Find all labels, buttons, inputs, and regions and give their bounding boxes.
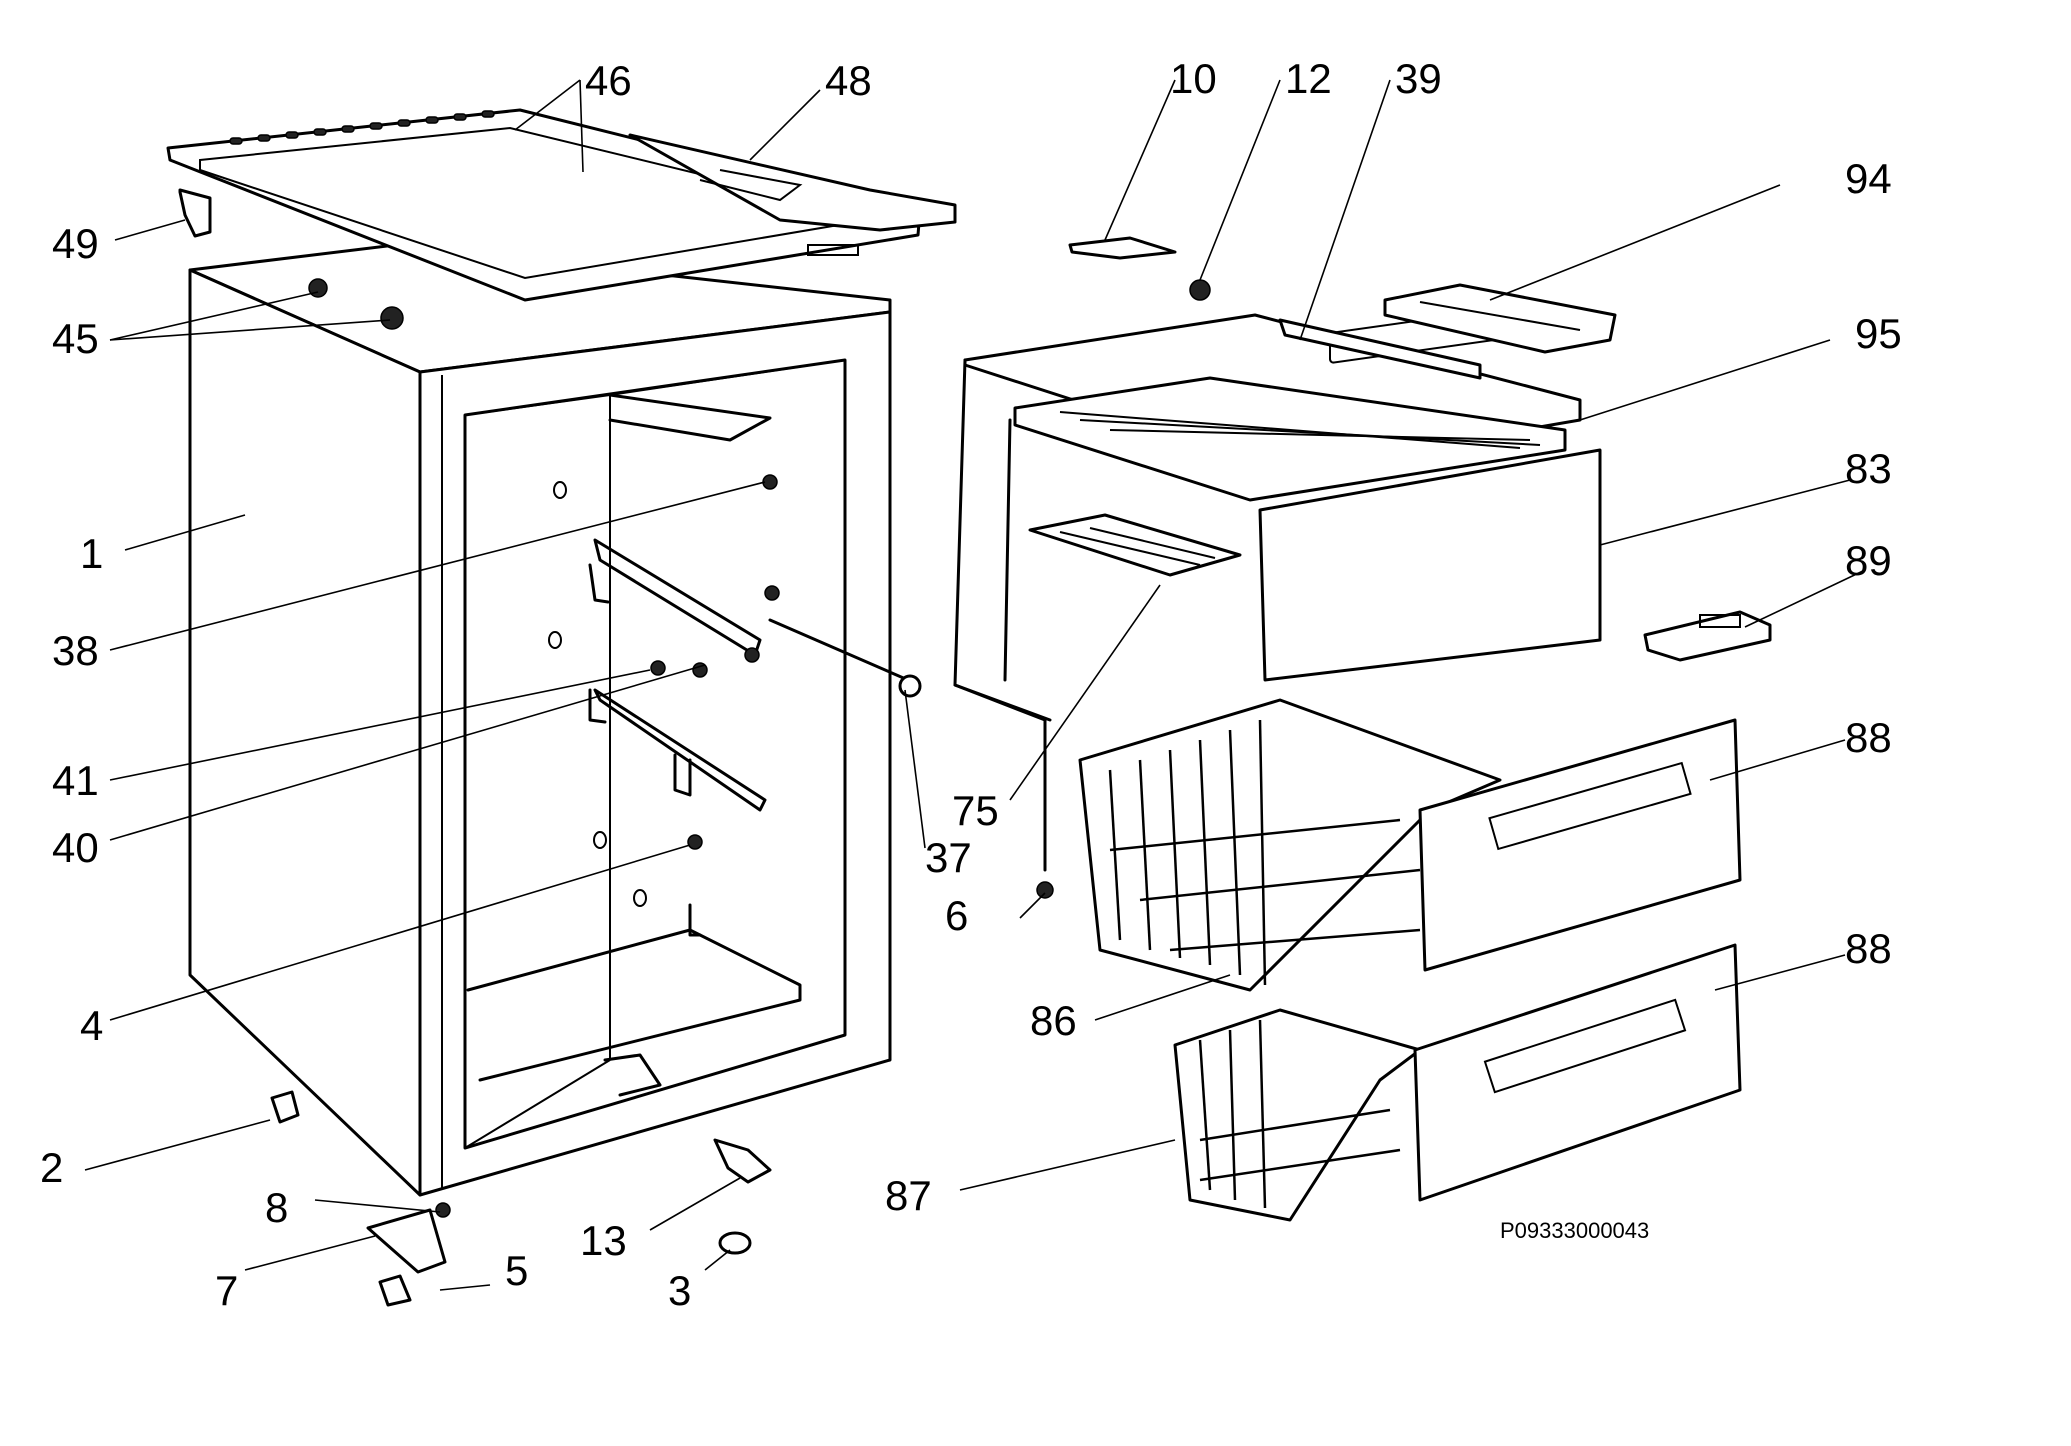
label-75: 75: [952, 787, 999, 834]
label-6: 6: [945, 892, 968, 939]
label-88b: 88: [1845, 925, 1892, 972]
label-87: 87: [885, 1172, 932, 1219]
cabinet-body: [188, 243, 892, 1197]
ice-tray-small: [1383, 283, 1617, 354]
label-7: 7: [215, 1267, 238, 1314]
label-46: 46: [585, 57, 632, 104]
label-40: 40: [52, 824, 99, 871]
evaporator-grate: [1059, 411, 1541, 449]
label-45: 45: [52, 315, 99, 362]
label-13: 13: [580, 1217, 627, 1264]
label-39: 39: [1395, 55, 1442, 102]
upper-basket: [1078, 698, 1742, 992]
top-lid: [166, 108, 957, 302]
evaporator-unit: [953, 301, 1602, 872]
leader-lines: [84, 79, 1866, 1291]
lower-basket: [1173, 943, 1742, 1222]
label-1: 1: [80, 530, 103, 577]
label-12: 12: [1285, 55, 1332, 102]
hinge-bracket: [178, 188, 212, 238]
label-94: 94: [1845, 155, 1892, 202]
label-95: 95: [1855, 310, 1902, 357]
label-3: 3: [668, 1267, 691, 1314]
label-89: 89: [1845, 537, 1892, 584]
label-86: 86: [1030, 997, 1077, 1044]
label-49: 49: [52, 220, 99, 267]
door-clip: [1643, 610, 1772, 662]
thermostat-bracket: [1068, 236, 1177, 260]
label-37: 37: [925, 834, 972, 881]
label-88a: 88: [1845, 714, 1892, 761]
lower-basket-wires: [1198, 1019, 1401, 1209]
upper-basket-wires: [1108, 719, 1421, 986]
screw-12: [1189, 279, 1211, 301]
label-10: 10: [1170, 55, 1217, 102]
label-4: 4: [80, 1002, 103, 1049]
drawing-code: P09333000043: [1500, 1218, 1649, 1243]
label-8: 8: [265, 1184, 288, 1231]
ice-cube-tray: [1028, 513, 1242, 577]
label-41: 41: [52, 757, 99, 804]
lid-vent-slots: [229, 110, 495, 145]
label-48: 48: [825, 57, 872, 104]
label-83: 83: [1845, 445, 1892, 492]
label-38: 38: [52, 627, 99, 674]
label-5: 5: [505, 1247, 528, 1294]
small-hardware: [270, 474, 1054, 1307]
label-2: 2: [40, 1144, 63, 1191]
part-labels: 46 48 49 45 1 38 41 40 4 2 8 7 5 13 3 10…: [40, 55, 1902, 1314]
